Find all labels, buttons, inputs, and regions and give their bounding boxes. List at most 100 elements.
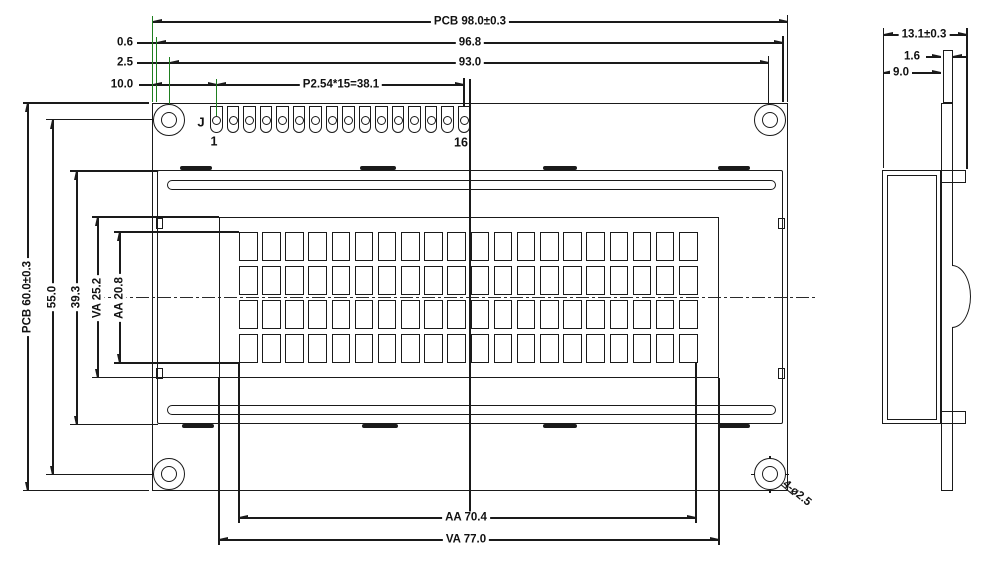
extension-line-green [168, 57, 171, 113]
dim-inner-width: 96.8 [455, 36, 485, 50]
dim-arrowhead [25, 103, 30, 112]
character-cell [331, 334, 351, 363]
character-cell [493, 266, 513, 295]
bezel-edge-tab [155, 218, 163, 229]
dim-arrowhead [207, 82, 217, 87]
dim-arrowhead [687, 515, 696, 520]
dim-arrowhead [74, 171, 79, 180]
character-cell [470, 232, 490, 261]
pin-hole [228, 116, 238, 125]
dim-arrowhead [152, 19, 162, 24]
character-cell [401, 266, 420, 295]
mounting-hole-bottom-left [153, 458, 185, 490]
dim-arrowhead [74, 415, 79, 425]
dim-arrowhead [455, 82, 464, 87]
dim-arrowhead [759, 60, 769, 65]
extension-line-green [215, 79, 218, 116]
dim-arrowhead [932, 54, 941, 59]
character-cell [679, 266, 698, 295]
character-cell [679, 334, 698, 363]
dim-line-v [882, 28, 885, 168]
pin-hole [261, 116, 271, 125]
character-cell [331, 232, 351, 261]
pin-pad [292, 106, 306, 133]
dim-line-v [718, 378, 720, 545]
character-cell [632, 334, 652, 363]
dim-pcb-height: PCB 60.0±0.3 [21, 257, 35, 337]
pin-pad [226, 106, 240, 133]
dim-arrowhead [95, 368, 100, 378]
character-cell [516, 300, 536, 329]
dim-pcb-width: PCB 98.0±0.3 [430, 15, 510, 29]
side-bezel-outline [882, 170, 941, 424]
mounting-hole-bore [761, 465, 778, 482]
dim-line-h [23, 102, 149, 104]
character-cell [447, 300, 466, 329]
pin-pad [210, 106, 223, 133]
connector-designator: J [197, 114, 205, 130]
mounting-hole-bottom-right [754, 458, 786, 490]
dim-pin-pitch: P2.54*15=38.1 [299, 78, 383, 92]
dim-total-thickness: 13.1±0.3 [898, 28, 950, 42]
bezel-solder-tab [718, 423, 750, 428]
character-cell [563, 300, 582, 329]
dim-line-v [238, 363, 240, 523]
dim-hole-offset: 2.5 [114, 56, 136, 70]
dim-line-v [218, 378, 220, 545]
pin-pad [243, 106, 256, 133]
character-cell [540, 266, 559, 295]
character-cell [655, 232, 675, 261]
character-cell [609, 266, 629, 295]
pin-pad [358, 106, 372, 133]
dim-module-depth: 9.0 [890, 66, 912, 80]
character-cell [563, 334, 582, 363]
character-cell [609, 334, 629, 363]
dim-arrowhead [778, 19, 788, 24]
dim-arrowhead [883, 70, 893, 75]
side-mount-tab [941, 411, 966, 424]
bezel-solder-tab [180, 165, 212, 170]
character-cell [470, 300, 490, 329]
pin-pad [408, 106, 421, 133]
dim-line-h [114, 231, 239, 233]
dim-aa-height: AA 20.8 [113, 274, 127, 322]
dim-line-h [92, 216, 219, 218]
pin-hole [410, 116, 420, 125]
character-cell [609, 232, 629, 261]
extension-line-green [155, 37, 158, 102]
character-cell [262, 232, 281, 261]
character-cell [424, 266, 443, 295]
dim-frame-height: 39.3 [70, 282, 84, 312]
bezel-bottom-slot [167, 405, 776, 415]
dim-arrowhead [117, 354, 122, 363]
pin-hole [245, 116, 255, 125]
dim-arrowhead [219, 537, 228, 542]
character-cell [377, 300, 397, 329]
dim-line-v [463, 78, 465, 114]
character-cell [655, 300, 675, 329]
dim-arrowhead [216, 82, 226, 87]
dim-pin1-offset: 10.0 [107, 78, 137, 92]
character-cell [262, 266, 281, 295]
pin-hole [327, 116, 337, 125]
side-mount-tab [941, 170, 966, 183]
character-cell [447, 232, 466, 261]
pin-pad [391, 106, 405, 133]
character-cell [447, 266, 466, 295]
dim-line-v [966, 28, 968, 169]
character-cell [632, 300, 652, 329]
pin-hole [344, 116, 354, 125]
mounting-hole-bore [160, 111, 177, 128]
character-cell [262, 334, 281, 363]
dim-line-v [695, 363, 697, 523]
pin-hole [393, 116, 403, 125]
dim-arrowhead [50, 465, 55, 475]
character-cell [516, 232, 536, 261]
character-cell [239, 232, 258, 261]
character-cell [377, 232, 397, 261]
character-cell [308, 300, 327, 329]
side-bezel-inner [886, 175, 937, 420]
character-cell [285, 232, 304, 261]
dim-line-h [23, 489, 149, 492]
